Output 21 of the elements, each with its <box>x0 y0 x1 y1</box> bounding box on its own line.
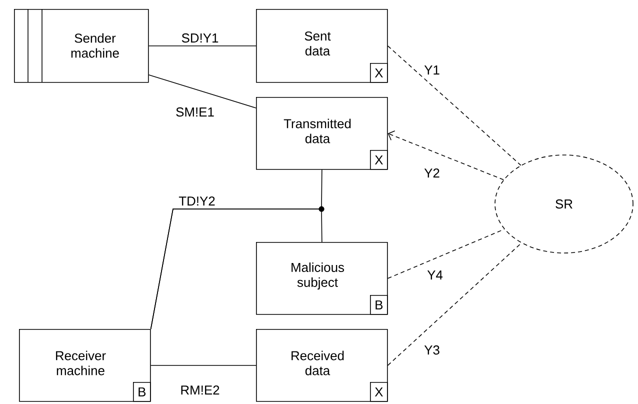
connector-line <box>148 74 256 108</box>
connector-line <box>150 208 322 330</box>
edge-label: Y2 <box>423 167 441 179</box>
domain-box: Receiver machine B <box>19 329 151 402</box>
connector-line <box>388 130 504 180</box>
domain-box: Transmitted data X <box>256 97 388 170</box>
connector-line <box>387 242 522 366</box>
edge-label: RM!E2 <box>179 384 221 396</box>
connector-line <box>387 228 505 279</box>
edge-label: Y1 <box>423 64 441 76</box>
edge-label: Y4 <box>426 270 444 280</box>
connector-line <box>387 46 522 166</box>
edge-label: SD!Y1 <box>180 32 220 44</box>
domain-box: Received data X <box>256 329 388 402</box>
edge-label: SM!E1 <box>174 106 216 118</box>
edge-label: TD!Y2 <box>178 195 216 207</box>
connector-line <box>150 365 256 366</box>
domain-box: Malicious subject B <box>256 242 388 315</box>
edge-label: Y3 <box>423 344 441 356</box>
machine-box: Sender machine <box>14 8 149 83</box>
domain-box: Sent data X <box>256 9 388 83</box>
